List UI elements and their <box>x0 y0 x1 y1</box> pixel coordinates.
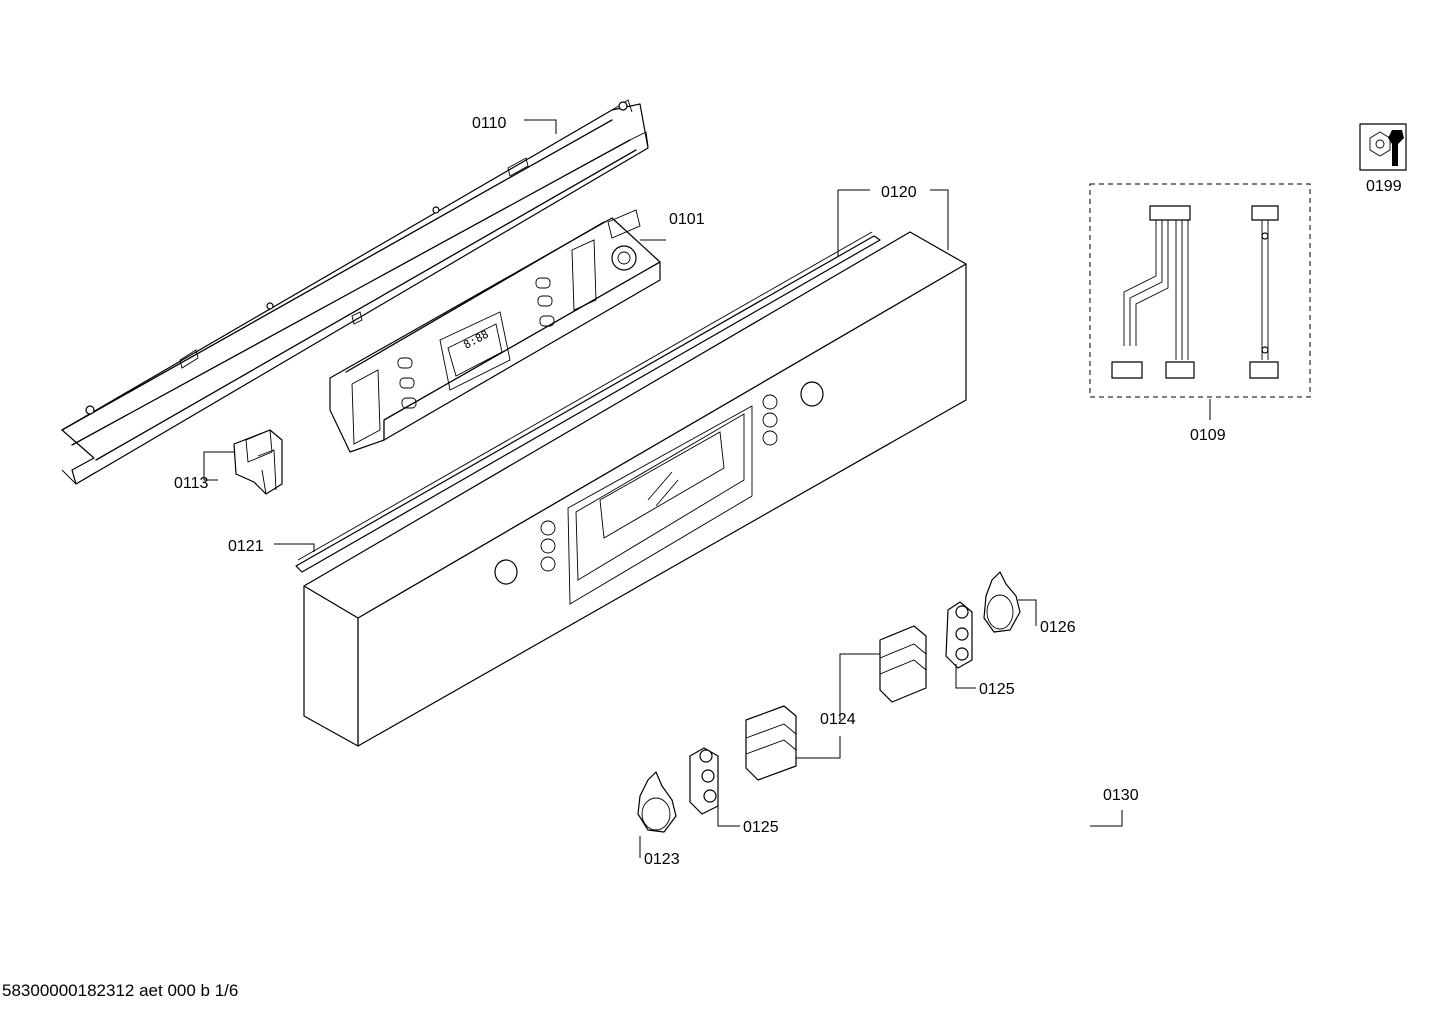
part-0199-service-icon[interactable] <box>1359 123 1407 171</box>
part-0123-rotary-knob[interactable] <box>637 771 677 833</box>
part-0121-seal-strip[interactable] <box>295 231 881 573</box>
label-0123: 0123 <box>644 851 680 868</box>
label-0124: 0124 <box>820 711 856 728</box>
document-id: 58300000182312 aet 000 b 1/6 <box>2 981 239 1000</box>
label-0113: 0113 <box>174 475 209 492</box>
label-0126: 0126 <box>1040 619 1076 636</box>
part-0126-rotary-knob[interactable] <box>983 571 1021 633</box>
label-0130: 0130 <box>1103 787 1139 804</box>
part-0113-clip[interactable] <box>233 429 283 495</box>
part-0109-cable-harness[interactable] <box>1089 183 1311 398</box>
leader-lines <box>203 119 1211 858</box>
part-0125-button-cluster-upper[interactable] <box>945 601 973 669</box>
label-0125-upper: 0125 <box>979 681 1015 698</box>
label-0110: 0110 <box>472 115 507 132</box>
label-0121: 0121 <box>228 538 264 555</box>
label-0120: 0120 <box>881 184 917 201</box>
part-0124-button-bar-lower[interactable] <box>745 705 797 781</box>
part-0120-control-panel-fascia[interactable] <box>303 231 967 747</box>
part-0110-mounting-rail[interactable] <box>61 99 649 485</box>
part-0124-button-bar-upper[interactable] <box>879 625 927 703</box>
label-0109: 0109 <box>1190 427 1226 444</box>
part-labels: 0110 0101 0120 0113 0121 0109 0199 0126 … <box>174 115 1402 868</box>
label-0199: 0199 <box>1366 178 1402 195</box>
label-0101: 0101 <box>669 211 705 228</box>
part-0125-button-cluster-lower[interactable] <box>689 747 719 815</box>
part-0101-control-module[interactable]: 8:88 <box>329 209 661 453</box>
label-0125-lower: 0125 <box>743 819 779 836</box>
